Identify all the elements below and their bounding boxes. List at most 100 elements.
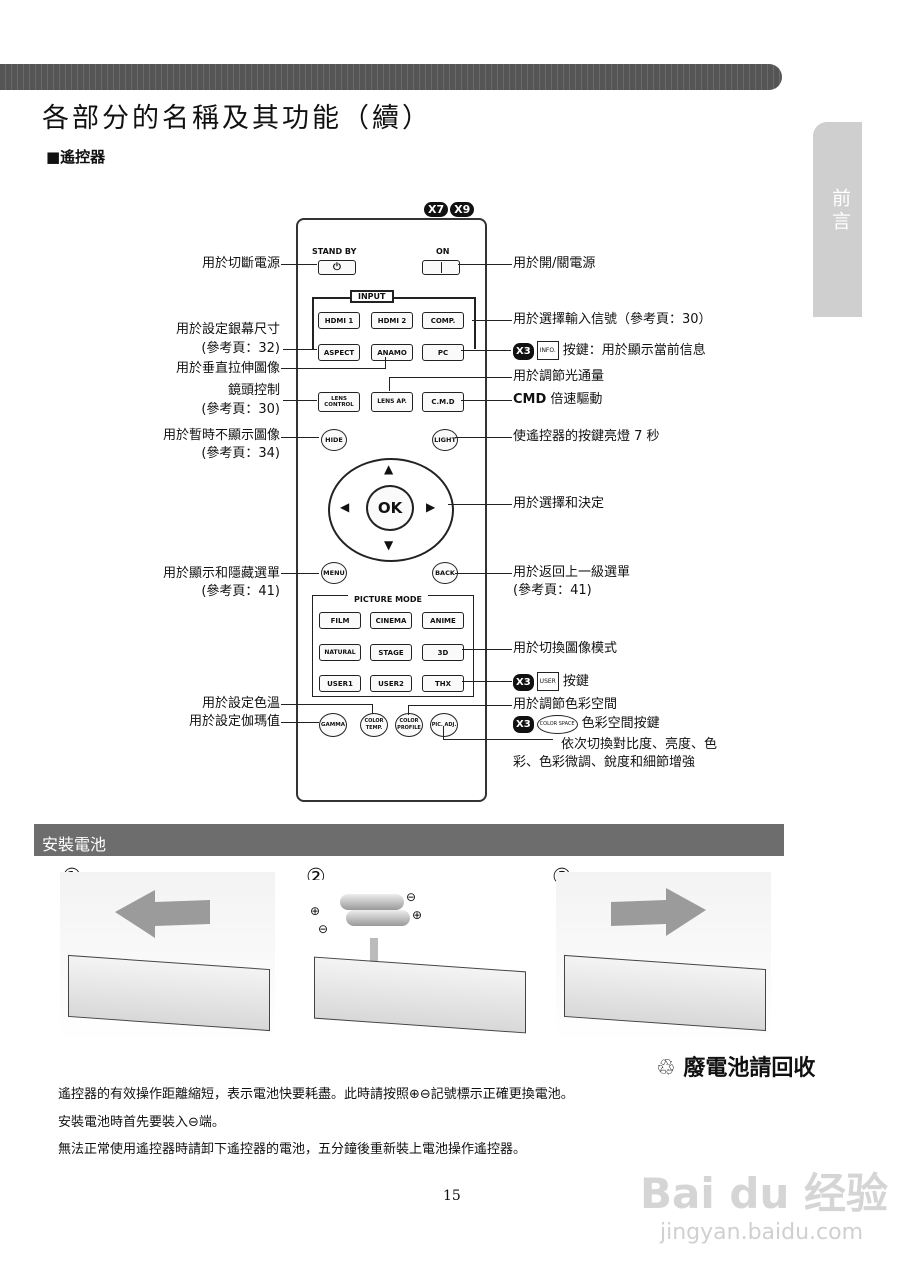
callout-back: 用於返回上一級選單 <box>513 565 631 580</box>
stage-button[interactable]: STAGE <box>370 644 412 661</box>
callout-info-text: 按鍵：用於顯示當前信息 <box>562 343 706 358</box>
right-arrow-icon[interactable]: ▶ <box>426 500 436 514</box>
battery-note-3: 無法正常使用遙控器時請卸下遙控器的電池，五分鐘後重新裝上電池操作遙控器。 <box>58 1142 527 1157</box>
aspect-button[interactable]: ASPECT <box>318 344 360 361</box>
callout-gamma: 用於設定伽瑪值 <box>188 714 280 729</box>
callout-lens-control: 鏡頭控制 <box>227 383 280 398</box>
leader-line <box>461 400 512 402</box>
plus-mark: ⊕ <box>310 904 321 918</box>
callout-menu-ref: (參考頁：41) <box>201 584 280 599</box>
leader-line <box>408 705 512 707</box>
leader-line <box>283 349 317 351</box>
battery-icon <box>340 894 404 910</box>
up-arrow-icon[interactable]: ▲ <box>384 462 394 476</box>
input-group-frame <box>312 297 476 349</box>
battery-section-title: 安裝電池 <box>42 835 107 854</box>
lens-control-button[interactable]: LENS CONTROL <box>318 392 360 412</box>
leader-line <box>281 573 319 575</box>
recycle-icon: ♲ <box>656 1056 676 1081</box>
leader-line <box>372 704 374 714</box>
callout-hide: 用於暫時不顯示圖像 <box>162 428 280 443</box>
pc-button[interactable]: PC <box>422 344 464 361</box>
gamma-button[interactable]: GAMMA <box>319 713 347 737</box>
battery-icon <box>346 910 410 926</box>
chapter-side-tab: 前言 <box>813 122 862 317</box>
callout-color-profile: 用於調節色彩空間 <box>513 697 618 712</box>
model-badge-x7: X7 <box>424 202 449 217</box>
down-arrow-icon[interactable]: ▼ <box>384 538 394 552</box>
watermark-url: jingyan.baidu.com <box>660 1220 864 1245</box>
callout-ok: 用於選擇和決定 <box>513 496 605 511</box>
leader-line <box>281 704 373 706</box>
back-button[interactable]: BACK <box>432 562 458 584</box>
leader-line <box>281 368 386 370</box>
callout-pic-adj-line1: 依次切換對比度、亮度、色 <box>561 737 718 752</box>
page-number: 15 <box>443 1188 461 1204</box>
hdmi2-button[interactable]: HDMI 2 <box>371 312 413 329</box>
section-subtitle: ■遙控器 <box>46 148 106 166</box>
menu-button[interactable]: MENU <box>321 562 347 584</box>
thx-button[interactable]: THX <box>422 675 464 692</box>
leader-line <box>443 726 445 740</box>
leader-line <box>389 377 512 379</box>
leader-line <box>472 320 512 322</box>
leader-line <box>385 357 387 369</box>
minus-mark: ⊖ <box>318 922 329 936</box>
user2-button[interactable]: USER2 <box>370 675 412 692</box>
recycle-notice: ♲ 廢電池請回收 <box>656 1050 815 1082</box>
lens-ap-button[interactable]: LENS AP. <box>371 392 413 412</box>
minus-mark: ⊖ <box>406 890 417 904</box>
callout-cmd-text: 倍速驅動 <box>550 392 603 407</box>
leader-line <box>443 739 553 741</box>
slide-right-arrow-icon <box>611 888 706 936</box>
leader-line <box>462 681 512 683</box>
anime-button[interactable]: ANIME <box>422 612 464 629</box>
remote-battery-compartment <box>314 956 526 1034</box>
step2-illustration: ⊕ ⊖ ⊕ ⊖ <box>306 880 526 1040</box>
leader-line <box>462 649 512 651</box>
x3-badge: X3 <box>513 343 534 360</box>
left-arrow-icon[interactable]: ◀ <box>340 500 350 514</box>
standby-button[interactable]: ⏻ <box>318 260 356 275</box>
recycle-text: 廢電池請回收 <box>683 1056 816 1081</box>
leader-line <box>458 264 512 266</box>
cinema-button[interactable]: CINEMA <box>370 612 412 629</box>
user1-button[interactable]: USER1 <box>319 675 361 692</box>
battery-section-header: 安裝電池 <box>34 824 784 856</box>
anamo-button[interactable]: ANAMO <box>371 344 413 361</box>
callout-cmd: CMD 倍速驅動 <box>513 391 602 408</box>
leader-line <box>455 573 512 575</box>
hdmi1-button[interactable]: HDMI 1 <box>318 312 360 329</box>
input-group-label: INPUT <box>350 290 394 303</box>
color-temp-button[interactable]: COLOR TEMP. <box>360 713 388 737</box>
on-button[interactable] <box>422 260 460 275</box>
color-profile-button[interactable]: COLOR PROFILE <box>395 713 423 737</box>
comp-button[interactable]: COMP. <box>422 312 464 329</box>
film-button[interactable]: FILM <box>319 612 361 629</box>
cmd-button[interactable]: C.M.D <box>422 392 464 412</box>
leader-line <box>455 437 512 439</box>
leader-line <box>461 350 511 352</box>
callout-picture-mode: 用於切換圖像模式 <box>513 641 618 656</box>
hide-button[interactable]: HIDE <box>321 429 347 451</box>
leader-line <box>408 705 410 715</box>
light-button[interactable]: LIGHT <box>432 429 458 451</box>
3d-button[interactable]: 3D <box>422 644 464 661</box>
callout-screen-size-ref: (參考頁：32) <box>201 341 280 356</box>
watermark-logo: Bai du 经验 <box>640 1169 888 1218</box>
callout-color-space-text: 色彩空間按鍵 <box>581 716 660 731</box>
x3-badge: X3 <box>513 674 534 691</box>
battery-note-2: 安裝電池時首先要裝入⊖端。 <box>58 1115 225 1130</box>
callout-screen-size: 用於設定銀幕尺寸 <box>175 322 280 337</box>
leader-line <box>283 400 317 402</box>
model-badge-x9: X9 <box>450 202 475 217</box>
leader-line <box>281 722 319 724</box>
callout-power-on: 用於開/關電源 <box>513 256 596 271</box>
user-key-icon: USER <box>536 672 559 691</box>
natural-button[interactable]: NATURAL <box>319 644 361 661</box>
ok-button[interactable]: OK <box>366 485 414 531</box>
standby-label: STAND BY <box>312 247 357 256</box>
